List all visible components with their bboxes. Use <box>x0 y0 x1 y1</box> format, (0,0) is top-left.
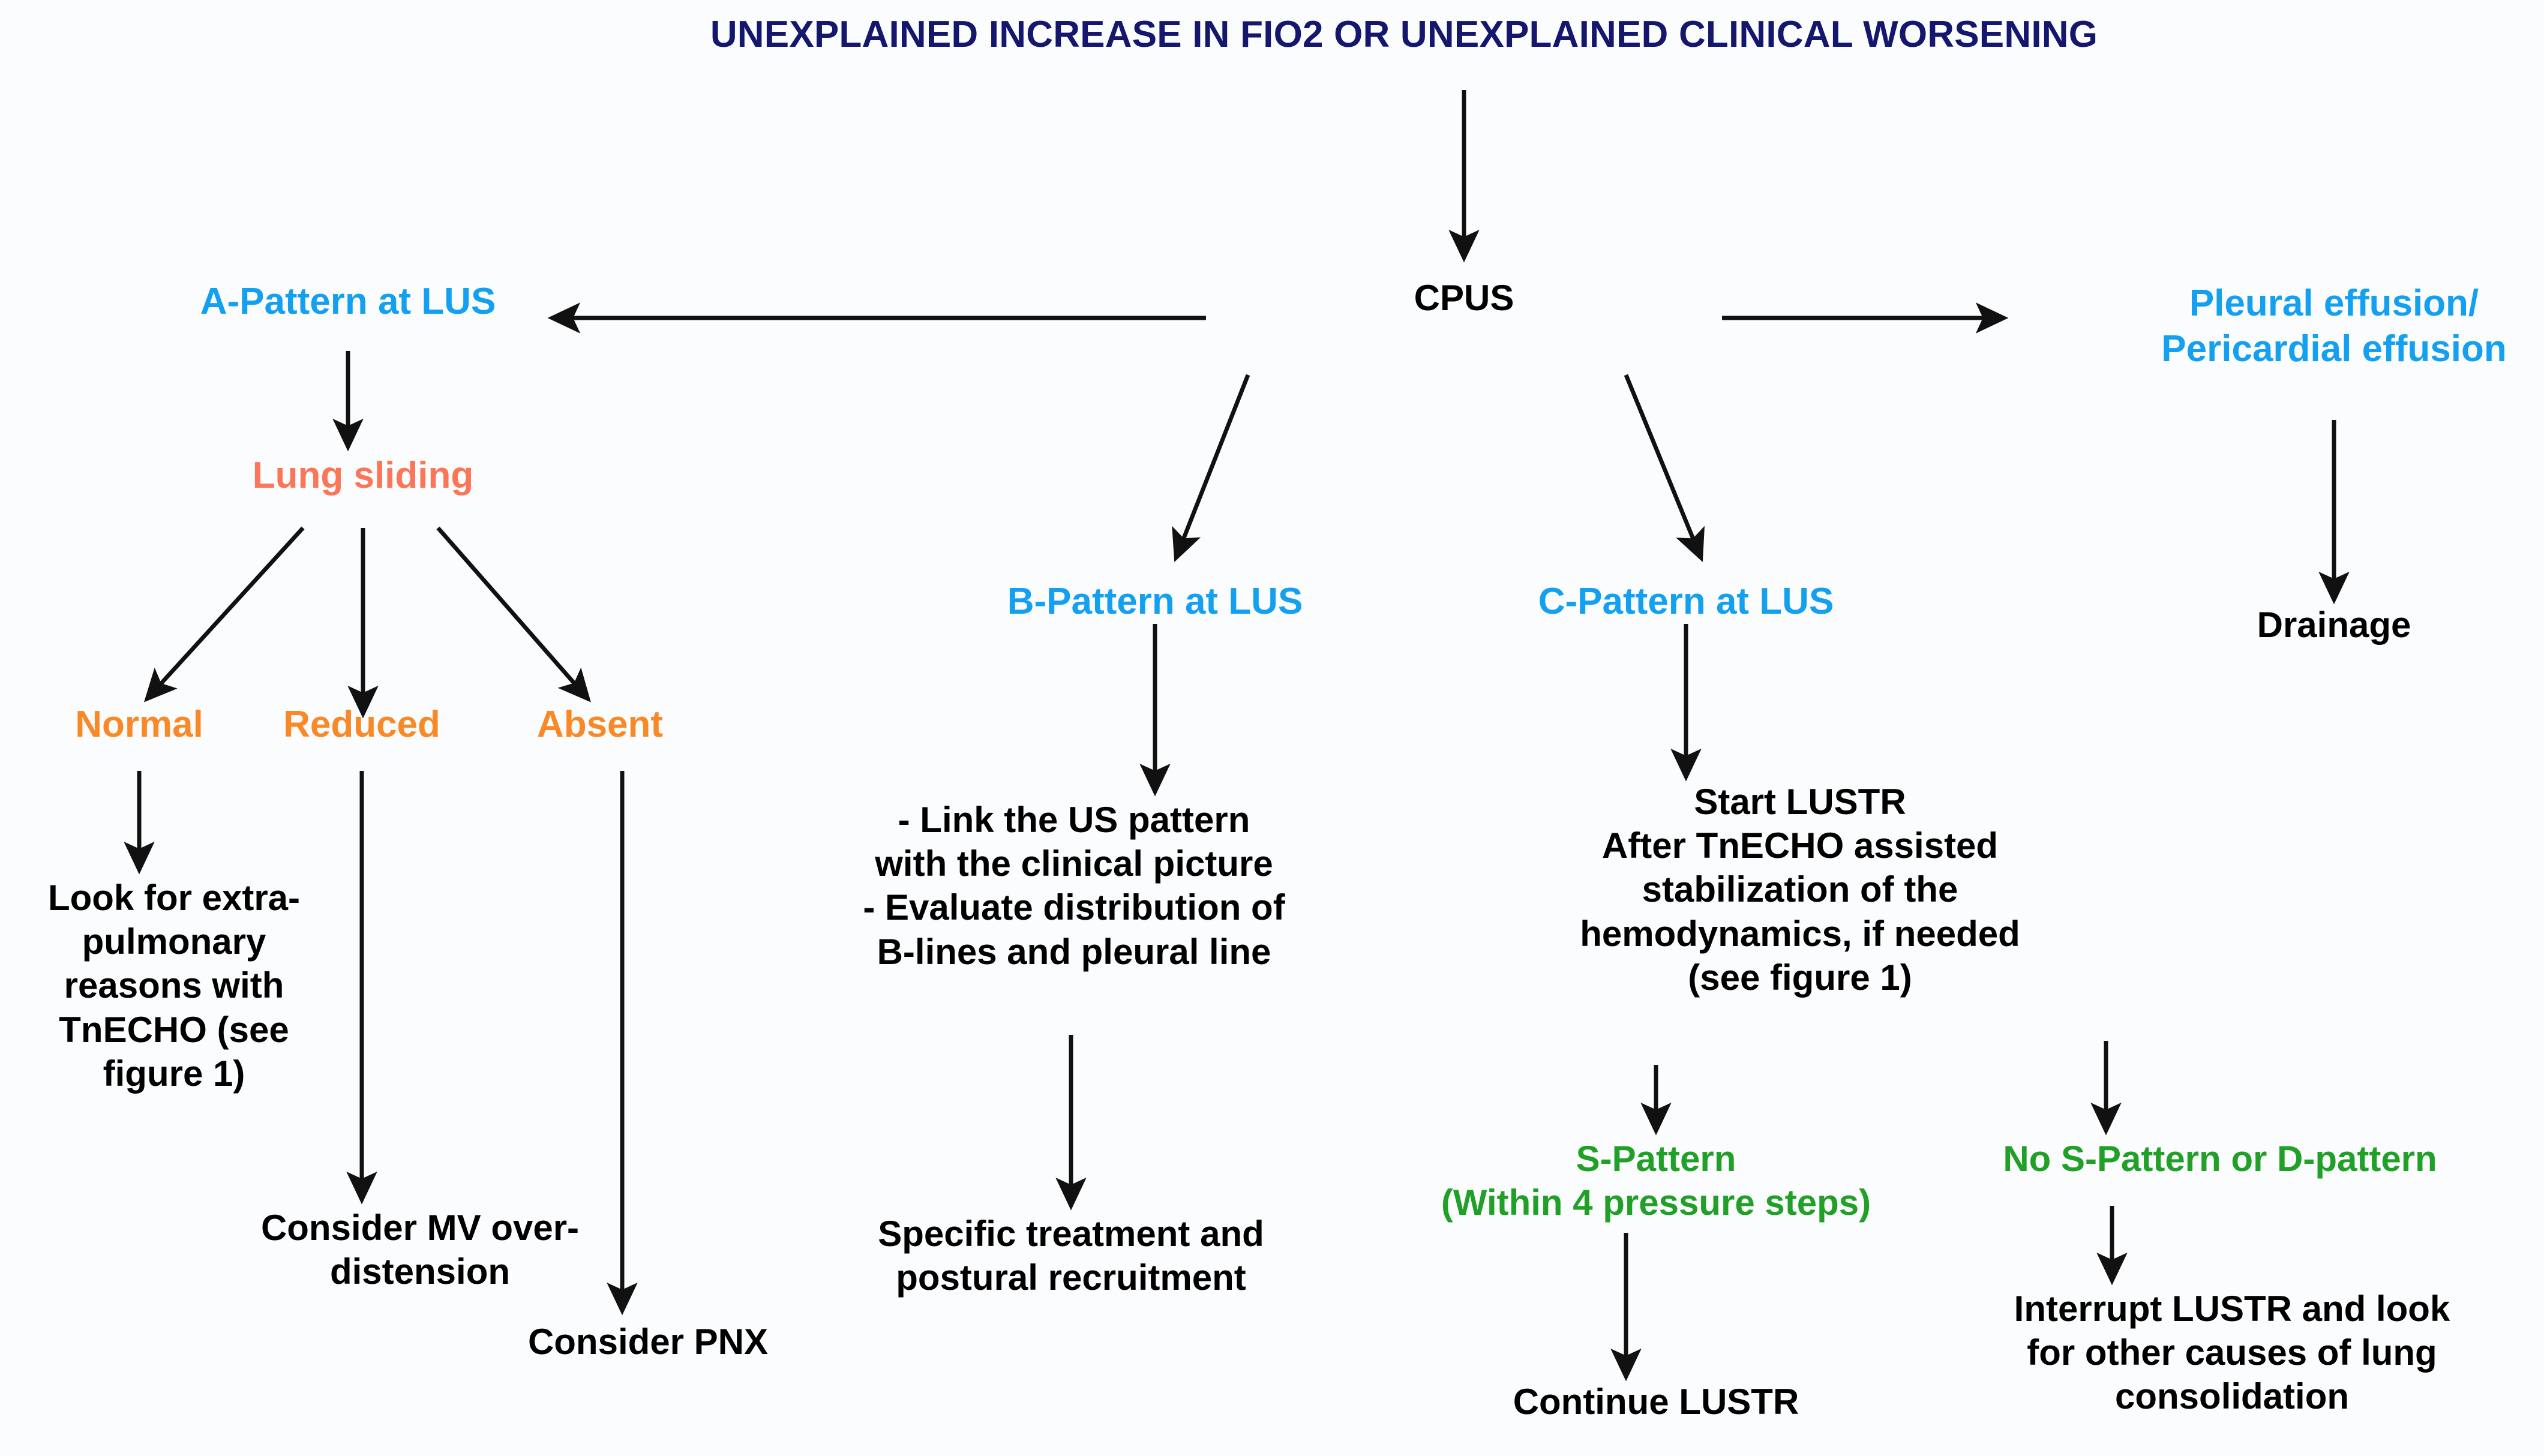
node-drainage: Drainage <box>2257 605 2411 645</box>
edge-lung-sliding-to-absent <box>436 526 591 703</box>
node-normal: Normal <box>75 704 203 745</box>
edge-cpus-to-c-pattern <box>1624 374 1705 562</box>
node-b-pattern: B-Pattern at LUS <box>1007 581 1303 622</box>
node-a-pattern: A-Pattern at LUS <box>200 281 496 322</box>
node-pnx: Consider PNX <box>527 1322 769 1362</box>
node-b-actions: - Link the US pattern with the clinical … <box>863 800 1285 972</box>
edge-lung-sliding-to-normal <box>143 526 305 703</box>
node-specific-treatment: Specific treatment and postural recruitm… <box>878 1214 1264 1298</box>
node-no-s-pattern: No S-Pattern or D-pattern <box>2003 1139 2437 1179</box>
node-start-lustr: Start LUSTR After TnECHO assisted stabil… <box>1580 782 2020 998</box>
node-effusion: Pleural effusion/ Pericardial effusion <box>2161 283 2507 370</box>
node-interrupt-lustr: Interrupt LUSTR and look for other cause… <box>2014 1289 2450 1417</box>
node-continue-lustr: Continue LUSTR <box>1513 1382 1799 1422</box>
node-c-pattern: C-Pattern at LUS <box>1538 581 1834 622</box>
node-reduced: Reduced <box>283 704 440 745</box>
node-cpus: CPUS <box>1414 278 1514 318</box>
node-mv-overdistension: Consider MV over- distension <box>260 1208 580 1292</box>
node-lung-sliding: Lung sliding <box>252 455 474 496</box>
node-s-pattern: S-Pattern (Within 4 pressure steps) <box>1441 1139 1871 1223</box>
page-title: UNEXPLAINED INCREASE IN FIO2 OR UNEXPLAI… <box>710 14 2098 55</box>
edge-cpus-to-b-pattern <box>1172 374 1250 562</box>
node-absent: Absent <box>536 704 664 745</box>
node-extra-pulmonary: Look for extra- pulmonary reasons with T… <box>47 878 301 1094</box>
